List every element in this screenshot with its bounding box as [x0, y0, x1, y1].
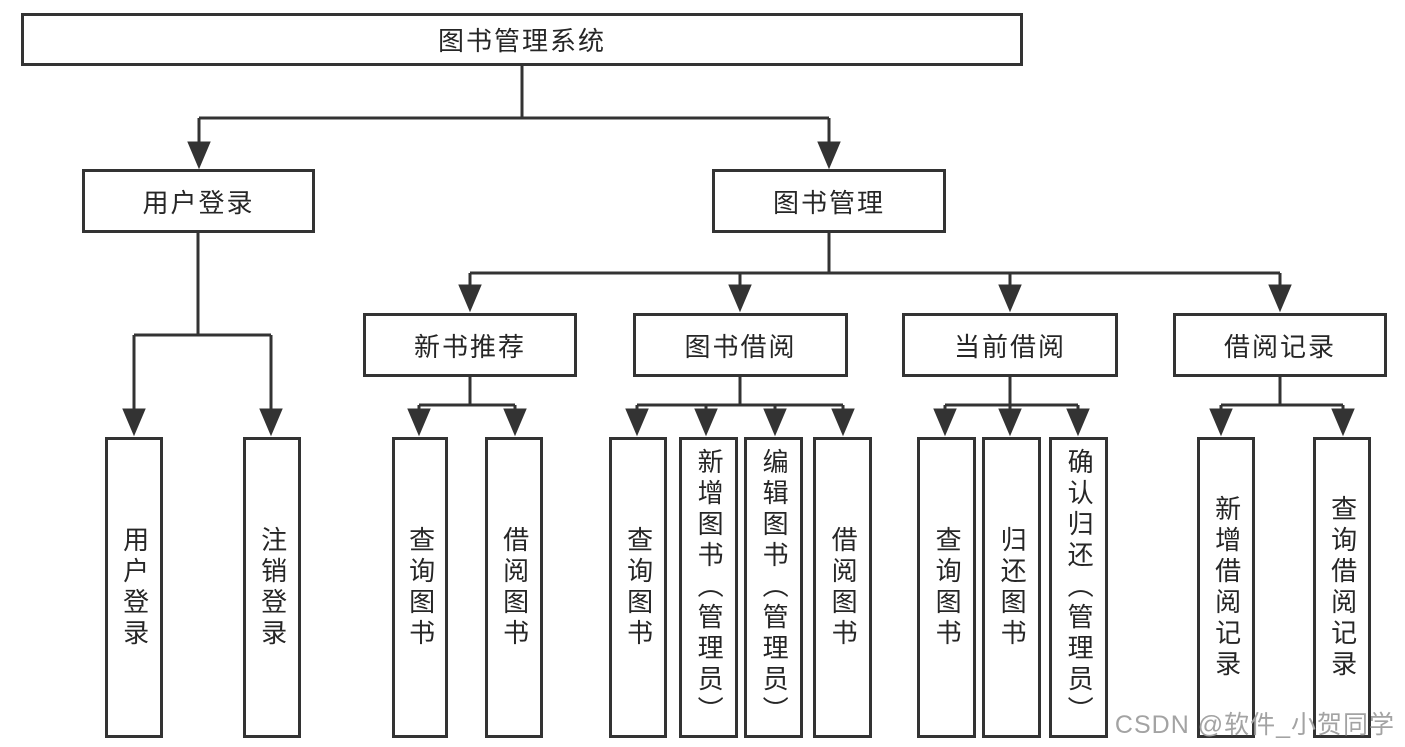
node-new-book-recommend: 新书推荐: [363, 313, 577, 377]
leaf-label: 归还图书: [997, 525, 1028, 650]
leaf-label: 查询借阅记录: [1327, 494, 1358, 681]
leaf-query-books-current: 查询图书: [917, 437, 976, 738]
leaf-query-books-recommend: 查询图书: [392, 437, 448, 738]
leaf-label: 查询图书: [932, 525, 963, 650]
leaf-return-books: 归还图书: [982, 437, 1041, 738]
leaf-add-borrow-record: 新增借阅记录: [1197, 437, 1255, 738]
node-book-borrow: 图书借阅: [633, 313, 848, 377]
leaf-label: 查询图书: [405, 525, 436, 650]
leaf-label: 用户登录: [119, 525, 150, 650]
node-new-book-recommend-label: 新书推荐: [413, 331, 526, 362]
leaf-query-borrow-record: 查询借阅记录: [1313, 437, 1371, 738]
node-book-management-label: 图书管理: [772, 187, 885, 218]
leaf-label: 新增借阅记录: [1211, 494, 1242, 681]
node-current-borrow-label: 当前借阅: [953, 331, 1066, 362]
leaf-user-login: 用户登录: [105, 437, 163, 738]
node-borrow-records: 借阅记录: [1173, 313, 1387, 377]
leaf-label: 查询图书: [623, 525, 654, 650]
leaf-borrow-books-recommend: 借阅图书: [485, 437, 543, 738]
node-book-management: 图书管理: [712, 169, 946, 233]
leaf-logout: 注销登录: [243, 437, 301, 738]
node-current-borrow: 当前借阅: [902, 313, 1118, 377]
leaf-label: 新增图书（管理员）: [694, 448, 725, 727]
leaf-confirm-return-admin: 确认归还（管理员）: [1049, 437, 1108, 738]
leaf-edit-books-admin: 编辑图书（管理员）: [744, 437, 803, 738]
leaf-label: 编辑图书（管理员）: [759, 448, 790, 727]
leaf-query-books-borrow: 查询图书: [609, 437, 667, 738]
node-book-borrow-label: 图书借阅: [684, 331, 797, 362]
node-root-label: 图书管理系统: [437, 26, 606, 56]
node-root: 图书管理系统: [21, 13, 1023, 66]
leaf-add-books-admin: 新增图书（管理员）: [679, 437, 738, 738]
leaf-label: 注销登录: [257, 525, 288, 650]
leaf-label: 借阅图书: [828, 525, 859, 650]
leaf-label: 借阅图书: [499, 525, 530, 650]
leaf-borrow-books: 借阅图书: [813, 437, 872, 738]
node-user-login-label: 用户登录: [142, 187, 255, 218]
leaf-label: 确认归还（管理员）: [1064, 448, 1095, 727]
csdn-watermark: CSDN @软件_小贺同学: [1114, 711, 1395, 739]
node-user-login: 用户登录: [82, 169, 315, 233]
node-borrow-records-label: 借阅记录: [1223, 331, 1336, 362]
